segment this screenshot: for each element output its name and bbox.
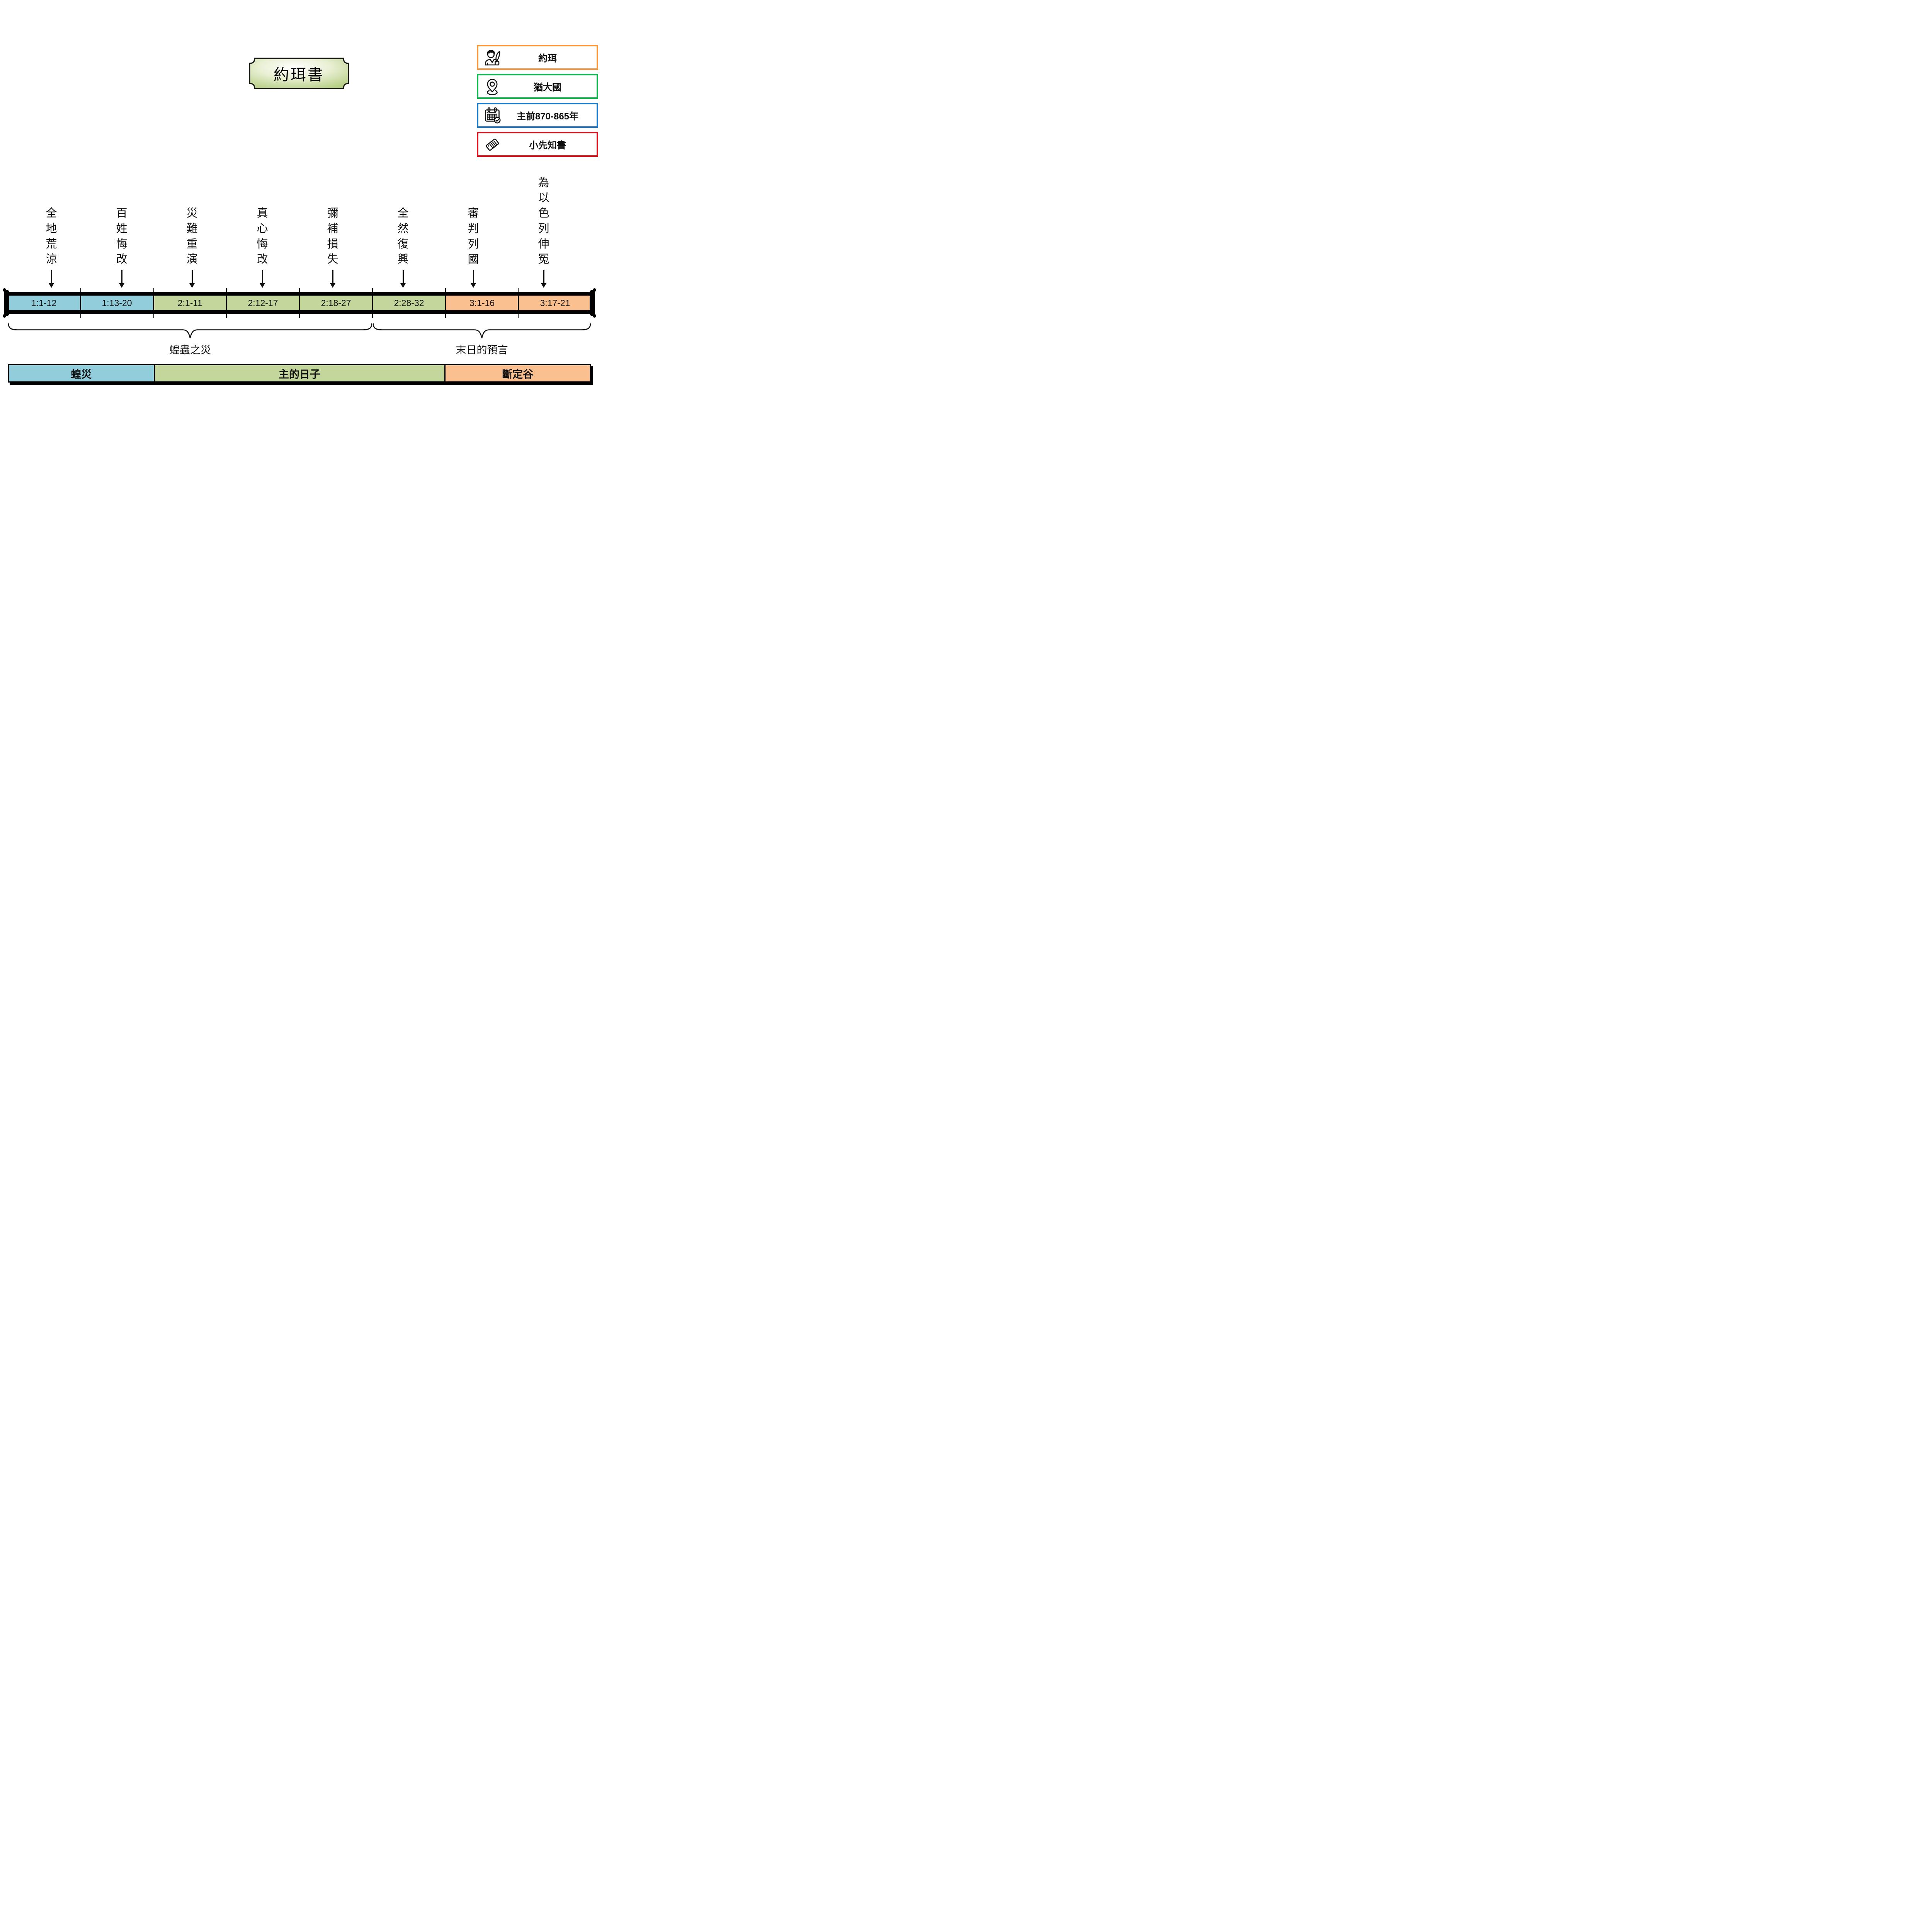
- down-arrow-icon: [16, 270, 87, 289]
- underbrace-left: [8, 323, 372, 338]
- topic-label: 彌補損失: [327, 207, 338, 266]
- timeline-segment: 3:1-16: [445, 296, 518, 310]
- down-arrow-icon: [509, 270, 579, 289]
- down-arrow-icon: [298, 270, 368, 289]
- timeline-segments: 1:1-12 1:13-20 2:1-11 2:12-17 2:18-27 2:…: [8, 296, 591, 310]
- topic-column: 真心悔改: [227, 206, 298, 267]
- summary-section: 斷定谷: [444, 365, 590, 381]
- topic-label: 百姓悔改: [116, 207, 128, 266]
- plaque-shape: [249, 58, 349, 89]
- brace-label-endtime-prophecy: 末日的預言: [456, 344, 508, 356]
- segment-divider-tick: [372, 288, 373, 318]
- timeline-segment: 2:28-32: [372, 296, 445, 310]
- chapter-timeline: 1:1-12 1:13-20 2:1-11 2:12-17 2:18-27 2:…: [3, 288, 596, 318]
- topic-label: 全然復興: [397, 207, 409, 266]
- calendar-icon: [483, 106, 502, 125]
- down-arrow-icon: [87, 270, 157, 289]
- topic-label: 審判列國: [468, 207, 479, 266]
- topic-column: 彌補損失: [298, 206, 368, 267]
- topic-label: 真心悔改: [257, 207, 268, 266]
- topic-label: 全地荒涼: [46, 207, 57, 266]
- topic-column: 為以色列伸冤: [509, 175, 579, 267]
- topic-column: 全然復興: [368, 206, 438, 267]
- timeline-segment: 1:1-12: [8, 296, 80, 310]
- segment-divider-tick: [80, 288, 81, 318]
- location-pin-icon: [483, 77, 502, 96]
- title-banner: 約珥書: [248, 57, 350, 90]
- timeline-segment: 2:12-17: [226, 296, 299, 310]
- segment-divider-tick: [226, 288, 227, 318]
- legend-item-place: 猶大國: [477, 74, 598, 99]
- summary-section: 主的日子: [153, 365, 444, 381]
- segment-divider-tick: [299, 288, 300, 318]
- summary-section: 蝗災: [9, 365, 154, 381]
- topic-column: 百姓悔改: [87, 206, 157, 267]
- timeline-segment: 2:1-11: [153, 296, 226, 310]
- legend-label-category: 小先知書: [529, 140, 566, 151]
- legend-item-date: 主前870-865年: [477, 103, 598, 128]
- timeline-left-endcap: [3, 288, 9, 318]
- segment-divider-tick: [445, 288, 446, 318]
- joel-overview-diagram: { "banner": { "text": "約珥書", "fill_gradi…: [0, 0, 598, 423]
- underbrace-right: [372, 323, 591, 338]
- summary-bar: 蝗災 主的日子 斷定谷: [8, 364, 591, 383]
- pointer-arrows: [16, 270, 579, 289]
- author-icon: [483, 48, 502, 67]
- topic-column: 審判列國: [438, 206, 509, 267]
- legend-label-date: 主前870-865年: [516, 111, 579, 122]
- segment-divider-tick: [518, 288, 519, 318]
- timeline-segment: 2:18-27: [299, 296, 372, 310]
- segment-divider-tick: [153, 288, 154, 318]
- down-arrow-icon: [368, 270, 438, 289]
- timeline-right-endcap: [590, 288, 596, 318]
- down-arrow-icon: [438, 270, 509, 289]
- segment-topic-labels: 全地荒涼 百姓悔改 災難重演 真心悔改 彌補損失 全然復興 審判列國 為以色列伸…: [16, 173, 579, 267]
- legend-label-author: 約珥: [538, 53, 557, 64]
- brace-label-locust-plague: 蝗蟲之災: [169, 344, 211, 356]
- topic-label: 為以色列伸冤: [538, 176, 549, 266]
- topic-column: 全地荒涼: [16, 206, 87, 267]
- topic-column: 災難重演: [157, 206, 227, 267]
- legend: 約珥 猶大國 主前870-865年: [477, 45, 598, 157]
- timeline-segment: 3:17-21: [518, 296, 591, 310]
- topic-label: 災難重演: [186, 207, 198, 266]
- tag-icon: [483, 135, 502, 154]
- timeline-segment: 1:13-20: [80, 296, 153, 310]
- legend-label-place: 猶大國: [534, 82, 561, 93]
- down-arrow-icon: [157, 270, 227, 289]
- legend-item-category: 小先知書: [477, 132, 598, 157]
- book-title: 約珥書: [274, 66, 325, 83]
- down-arrow-icon: [227, 270, 298, 289]
- legend-item-author: 約珥: [477, 45, 598, 70]
